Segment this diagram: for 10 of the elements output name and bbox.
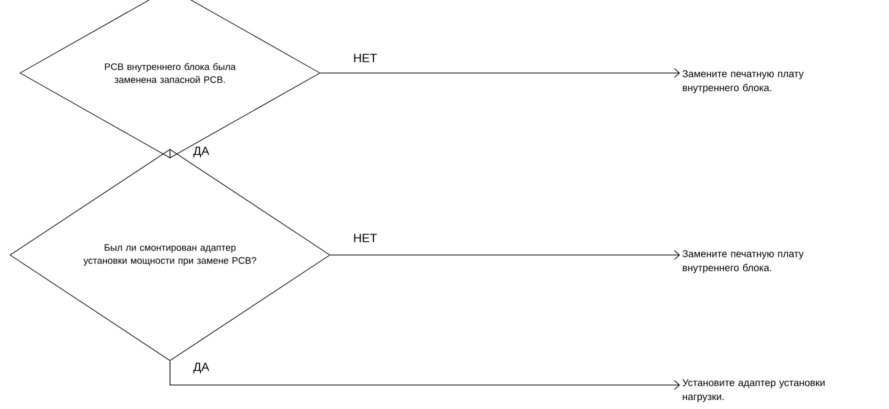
- action-text: Замените печатную плату внутреннего блока.: [682, 70, 804, 94]
- arrow: [320, 68, 680, 78]
- edge-label: НЕТ: [354, 234, 377, 242]
- edge-label: НЕТ: [354, 54, 377, 62]
- action-text: Установите адаптер установки нагрузки.: [682, 379, 825, 402]
- edge-label: ДА: [193, 362, 210, 374]
- arrow: [330, 250, 680, 260]
- edge-label: ДА: [193, 146, 210, 158]
- arrow: [170, 360, 680, 390]
- action-text: Замените печатную плату внутреннего блока.: [682, 250, 804, 274]
